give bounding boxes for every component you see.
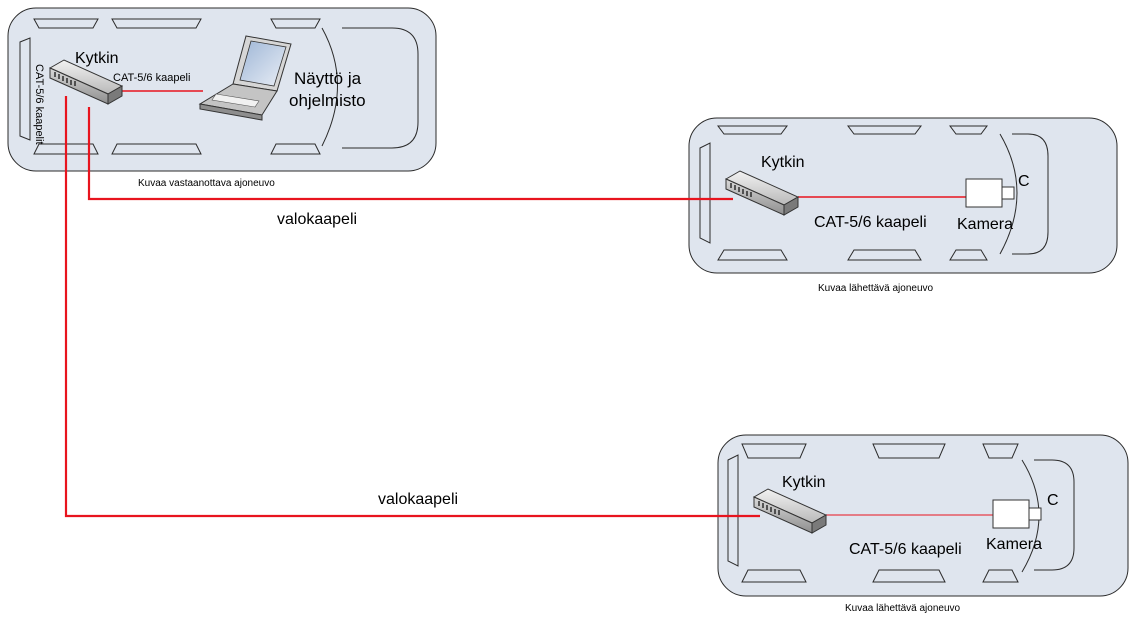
- fiber-cable-to-vehicle-2: [64, 96, 760, 518]
- fiber-label: valokaapeli: [378, 491, 458, 508]
- cat-cable-label: CAT-5/6 kaapeli: [113, 72, 190, 84]
- fiber-cable-to-vehicle-1: [87, 107, 733, 201]
- car-window: [741, 569, 807, 583]
- car-window: [717, 249, 788, 261]
- sending-car-body: [688, 117, 1118, 274]
- cat-cable-label: CAT-5/6 kaapeli: [849, 541, 962, 558]
- dashboard: [1034, 459, 1075, 571]
- switch-label: Kytkin: [761, 154, 805, 171]
- car-window: [111, 18, 202, 29]
- car-window: [847, 125, 922, 135]
- vehicle-caption: Kuvaa lähettävä ajoneuvo: [845, 603, 961, 614]
- display-label: Näyttö ja: [294, 69, 362, 88]
- fiber-label: valokaapeli: [277, 211, 357, 228]
- car-window: [949, 125, 988, 135]
- car-window: [33, 143, 99, 155]
- car-window: [727, 454, 739, 567]
- car-window: [949, 249, 988, 261]
- car-window: [19, 37, 31, 141]
- display-label: ohjelmisto: [289, 91, 366, 110]
- windshield: [999, 133, 1018, 255]
- switch-label: Kytkin: [782, 474, 826, 491]
- cat-cable-label: CAT-5/6 kaapeli: [814, 214, 927, 231]
- car-window: [982, 569, 1019, 583]
- laptop-icon: [198, 35, 292, 121]
- car-window: [699, 142, 711, 244]
- sending-vehicle-2: Kytkin CAT-5/6 kaapeli Kamera C Kuvaa lä…: [717, 434, 1129, 614]
- receiving-car-body: [7, 7, 437, 172]
- car-window: [270, 143, 321, 155]
- car-window: [717, 125, 788, 135]
- car-window: [270, 18, 321, 29]
- car-window: [741, 443, 807, 459]
- camera-letter: C: [1018, 173, 1030, 190]
- dashboard: [1012, 133, 1049, 255]
- dashboard: [342, 27, 419, 149]
- camera-letter: C: [1047, 492, 1059, 509]
- car-window: [982, 443, 1019, 459]
- sending-vehicle-1: Kytkin CAT-5/6 kaapeli Kamera C Kuvaa lä…: [688, 117, 1118, 294]
- switch-label: Kytkin: [75, 50, 119, 67]
- camera-label: Kamera: [957, 216, 1013, 233]
- camera-label: Kamera: [986, 536, 1042, 553]
- car-window: [111, 143, 202, 155]
- car-window: [847, 249, 922, 261]
- vehicle-caption: Kuvaa vastaanottava ajoneuvo: [138, 178, 275, 189]
- car-window: [872, 443, 946, 459]
- vertical-cable-label: CAT-5/6 kaapelit: [33, 64, 45, 145]
- vehicle-caption: Kuvaa lähettävä ajoneuvo: [818, 283, 934, 294]
- car-window: [33, 18, 99, 29]
- windshield: [321, 27, 338, 147]
- receiving-vehicle: Kytkin CAT-5/6 kaapeli Näyttö ja ohjelmi…: [7, 7, 437, 189]
- car-window: [872, 569, 946, 583]
